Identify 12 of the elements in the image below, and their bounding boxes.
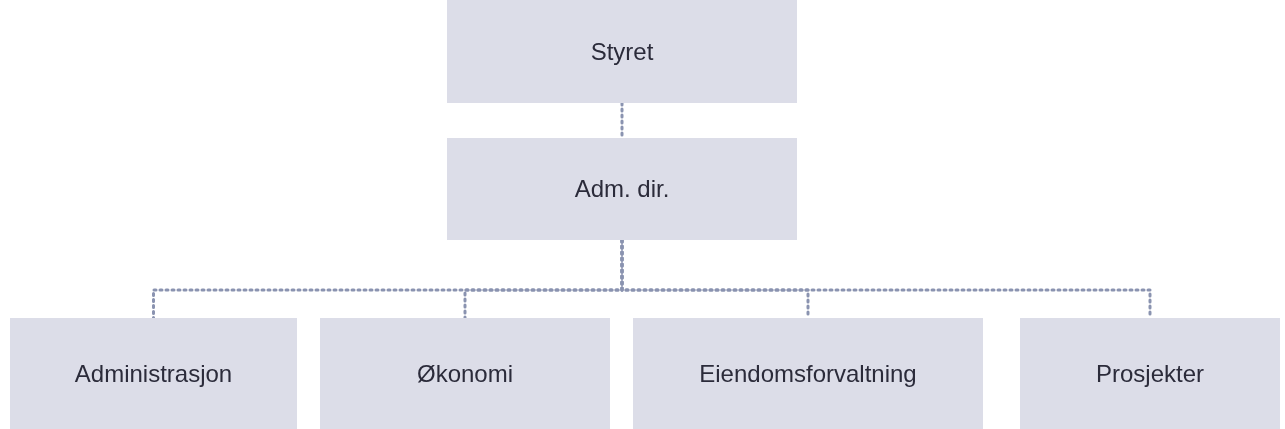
box-label: Økonomi [416,358,513,389]
box-label: Administrasjon [74,358,233,389]
org-box [10,318,297,429]
org-box [1020,318,1280,429]
box-label: Styret [590,36,654,67]
org-box [320,318,610,429]
org-box [633,318,983,429]
box-label: Eiendomsforvaltning [699,358,917,389]
org-box [447,138,797,240]
box-label: Prosjekter [1095,358,1204,389]
box-label: Adm. dir. [574,174,670,204]
org-box [447,0,797,103]
